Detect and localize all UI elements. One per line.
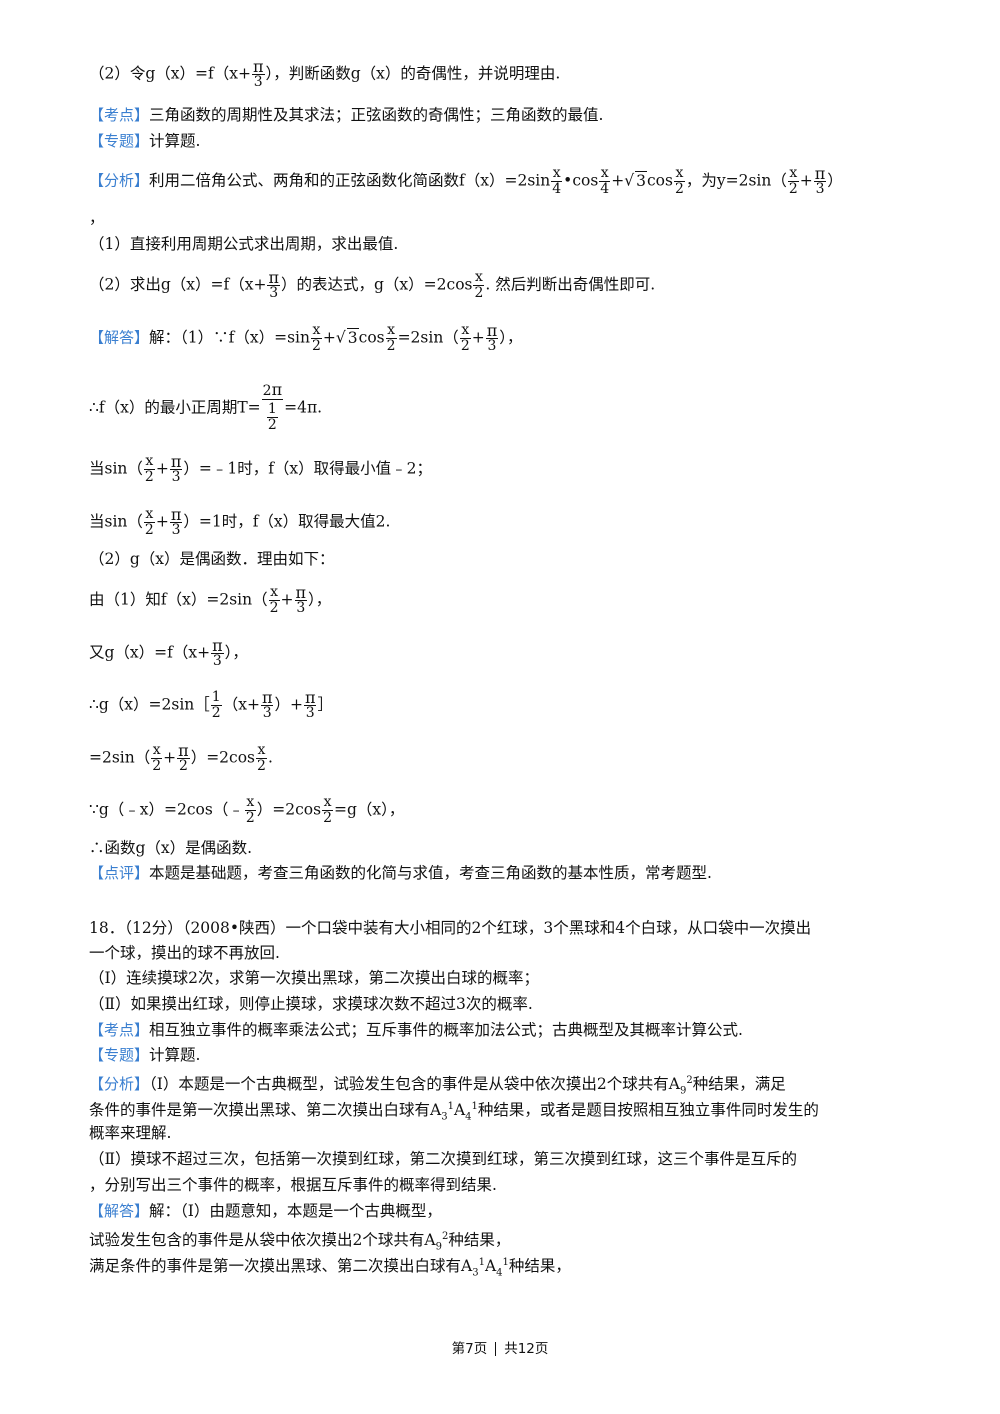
q18-head: 18．（12分）（2008•陕西）一个口袋中装有大小相同的2个红球，3个黑球和4… xyxy=(89,919,812,937)
page-footer: 第7页共12页 xyxy=(0,1337,1000,1357)
conclusion-line: ∴函数g（x）是偶函数. xyxy=(89,839,253,857)
q18-part2: （Ⅱ）如果摸出红球，则停止摸球，求摸球次数不超过3次的概率. xyxy=(89,995,533,1013)
q18-kaodian: 【考点】相互独立事件的概率乘法公式；互斥事件的概率加法公式；古典概型及其概率计算… xyxy=(89,1021,743,1039)
q18-fenxi2: 条件的事件是第一次摸出黑球、第二次摸出白球有A31A41种结果，或者是题目按照相… xyxy=(89,1101,819,1123)
dianping-tag: 【点评】 xyxy=(89,864,150,882)
q18-fenxi3: 概率来理解. xyxy=(89,1124,172,1142)
q18-zhuanti: 【专题】计算题. xyxy=(89,1046,201,1064)
q18-jieda2: 试验发生包含的事件是从袋中依次摸出2个球共有A92种结果， xyxy=(89,1231,511,1253)
fenxi-step1: （1）直接利用周期公式求出周期，求出最值. xyxy=(89,235,399,253)
zhuanti-line: 【专题】计算题. xyxy=(89,132,201,150)
q18-jieda1: 【解答】解：（Ⅰ）由题意知，本题是一个古典概型， xyxy=(89,1202,442,1220)
q18-fenxi1: 【分析】（Ⅰ）本题是一个古典概型，试验发生包含的事件是从袋中依次摸出2个球共有A… xyxy=(89,1075,786,1097)
dianping-line: 【点评】本题是基础题，考查三角函数的化简与求值，考查三角函数的基本性质，常考题型… xyxy=(89,864,712,882)
page-total: 共12页 xyxy=(504,1341,549,1357)
q18-part1: （Ⅰ）连续摸球2次，求第一次摸出黑球，第二次摸出白球的概率； xyxy=(89,969,539,987)
kaodian-tag: 【考点】 xyxy=(89,106,150,124)
q18-head2: 一个球，摸出的球不再放回. xyxy=(89,944,280,962)
even-line: （2）g（x）是偶函数．理由如下： xyxy=(89,550,335,568)
q18-fenxi5: ，分别写出三个事件的概率，根据互斥事件的概率得到结果. xyxy=(89,1176,497,1194)
q18-jieda3: 满足条件的事件是第一次摸出黑球、第二次摸出白球有A31A41种结果， xyxy=(89,1257,571,1279)
jieda-tag: 【解答】 xyxy=(89,328,150,347)
q18-fenxi4: （Ⅱ）摸球不超过三次，包括第一次摸到红球，第二次摸到红球，第三次摸到红球，这三个… xyxy=(89,1150,798,1168)
kaodian-line: 【考点】三角函数的周期性及其求法；正弦函数的奇偶性；三角函数的最值. xyxy=(89,106,604,124)
page-number: 第7页 xyxy=(451,1341,488,1357)
fenxi-tag: 【分析】 xyxy=(89,171,150,190)
footer-divider xyxy=(495,1342,497,1356)
zhuanti-tag: 【专题】 xyxy=(89,132,150,150)
comma-line: ， xyxy=(89,209,105,227)
